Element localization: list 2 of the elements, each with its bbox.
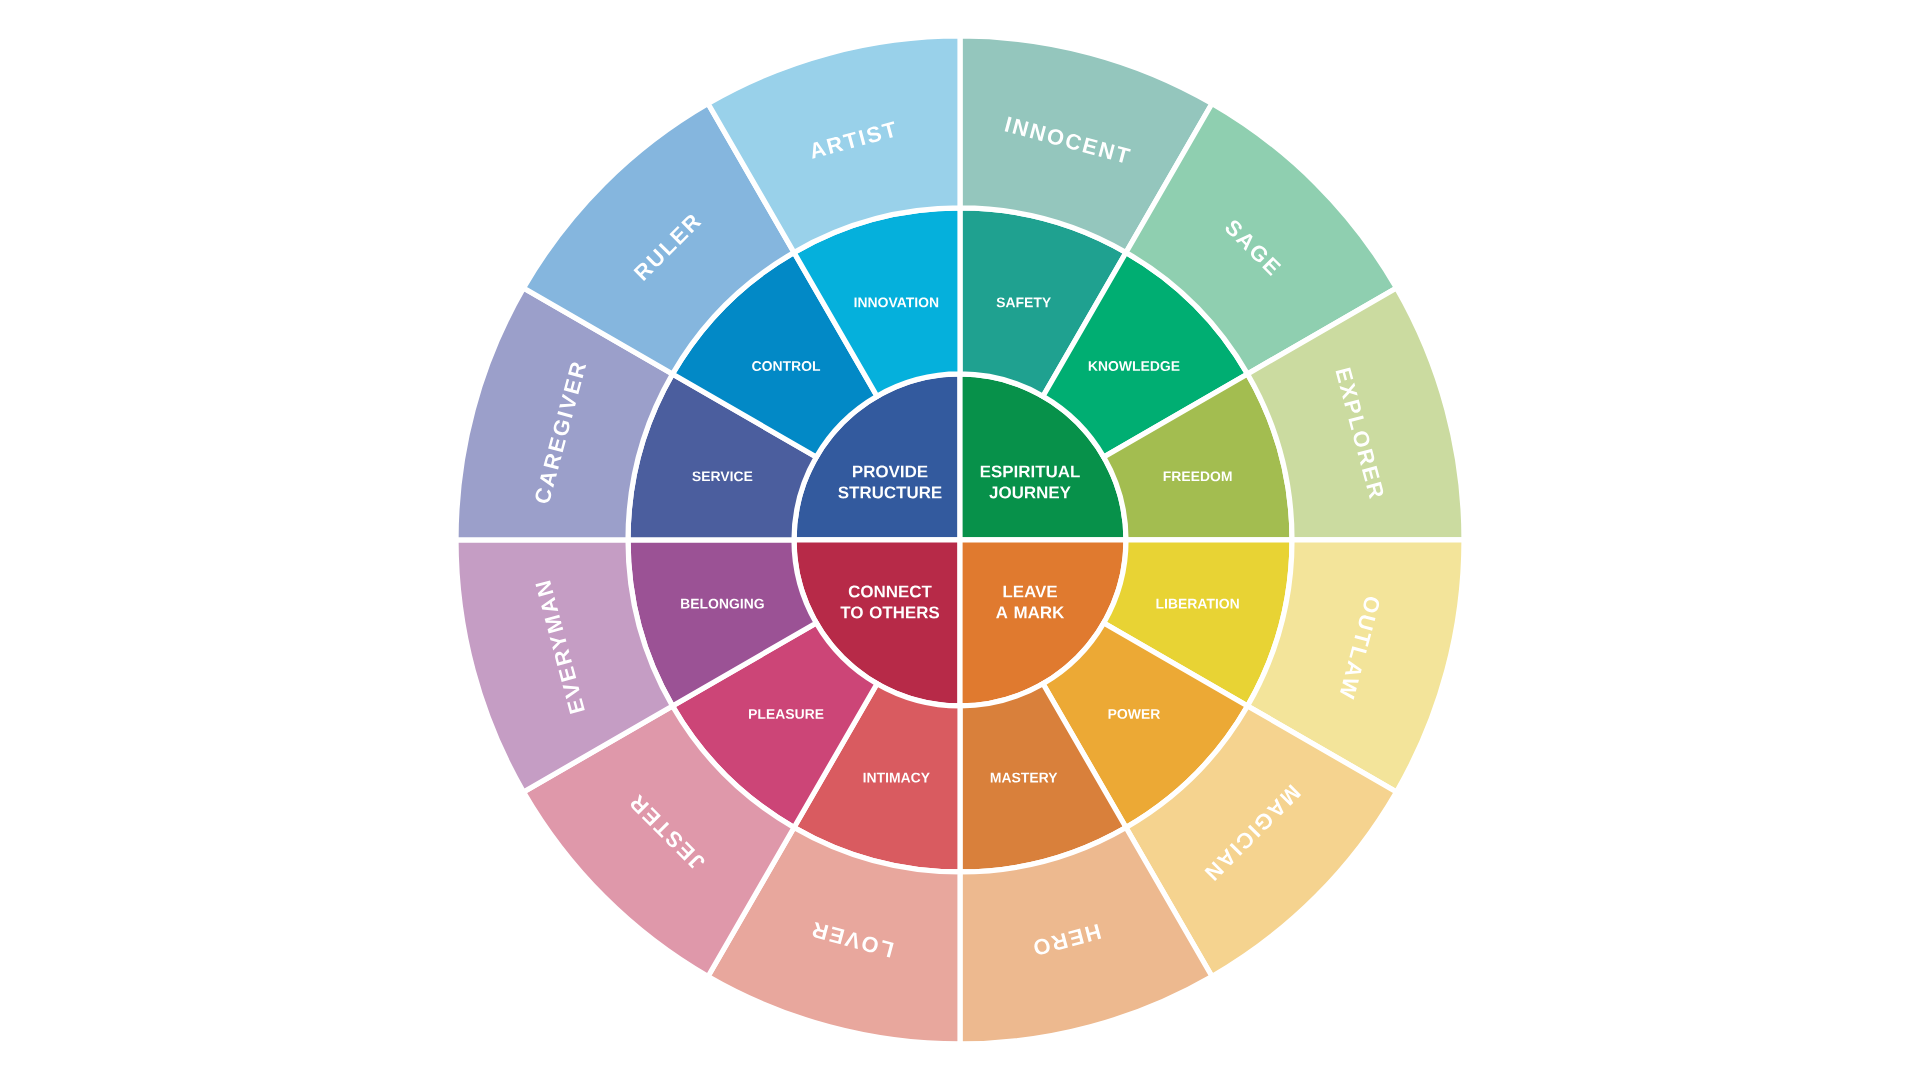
- outer-segment: LOVER: [705, 824, 963, 1047]
- quadrant-segment: LEAVE A MARK: [957, 537, 1129, 709]
